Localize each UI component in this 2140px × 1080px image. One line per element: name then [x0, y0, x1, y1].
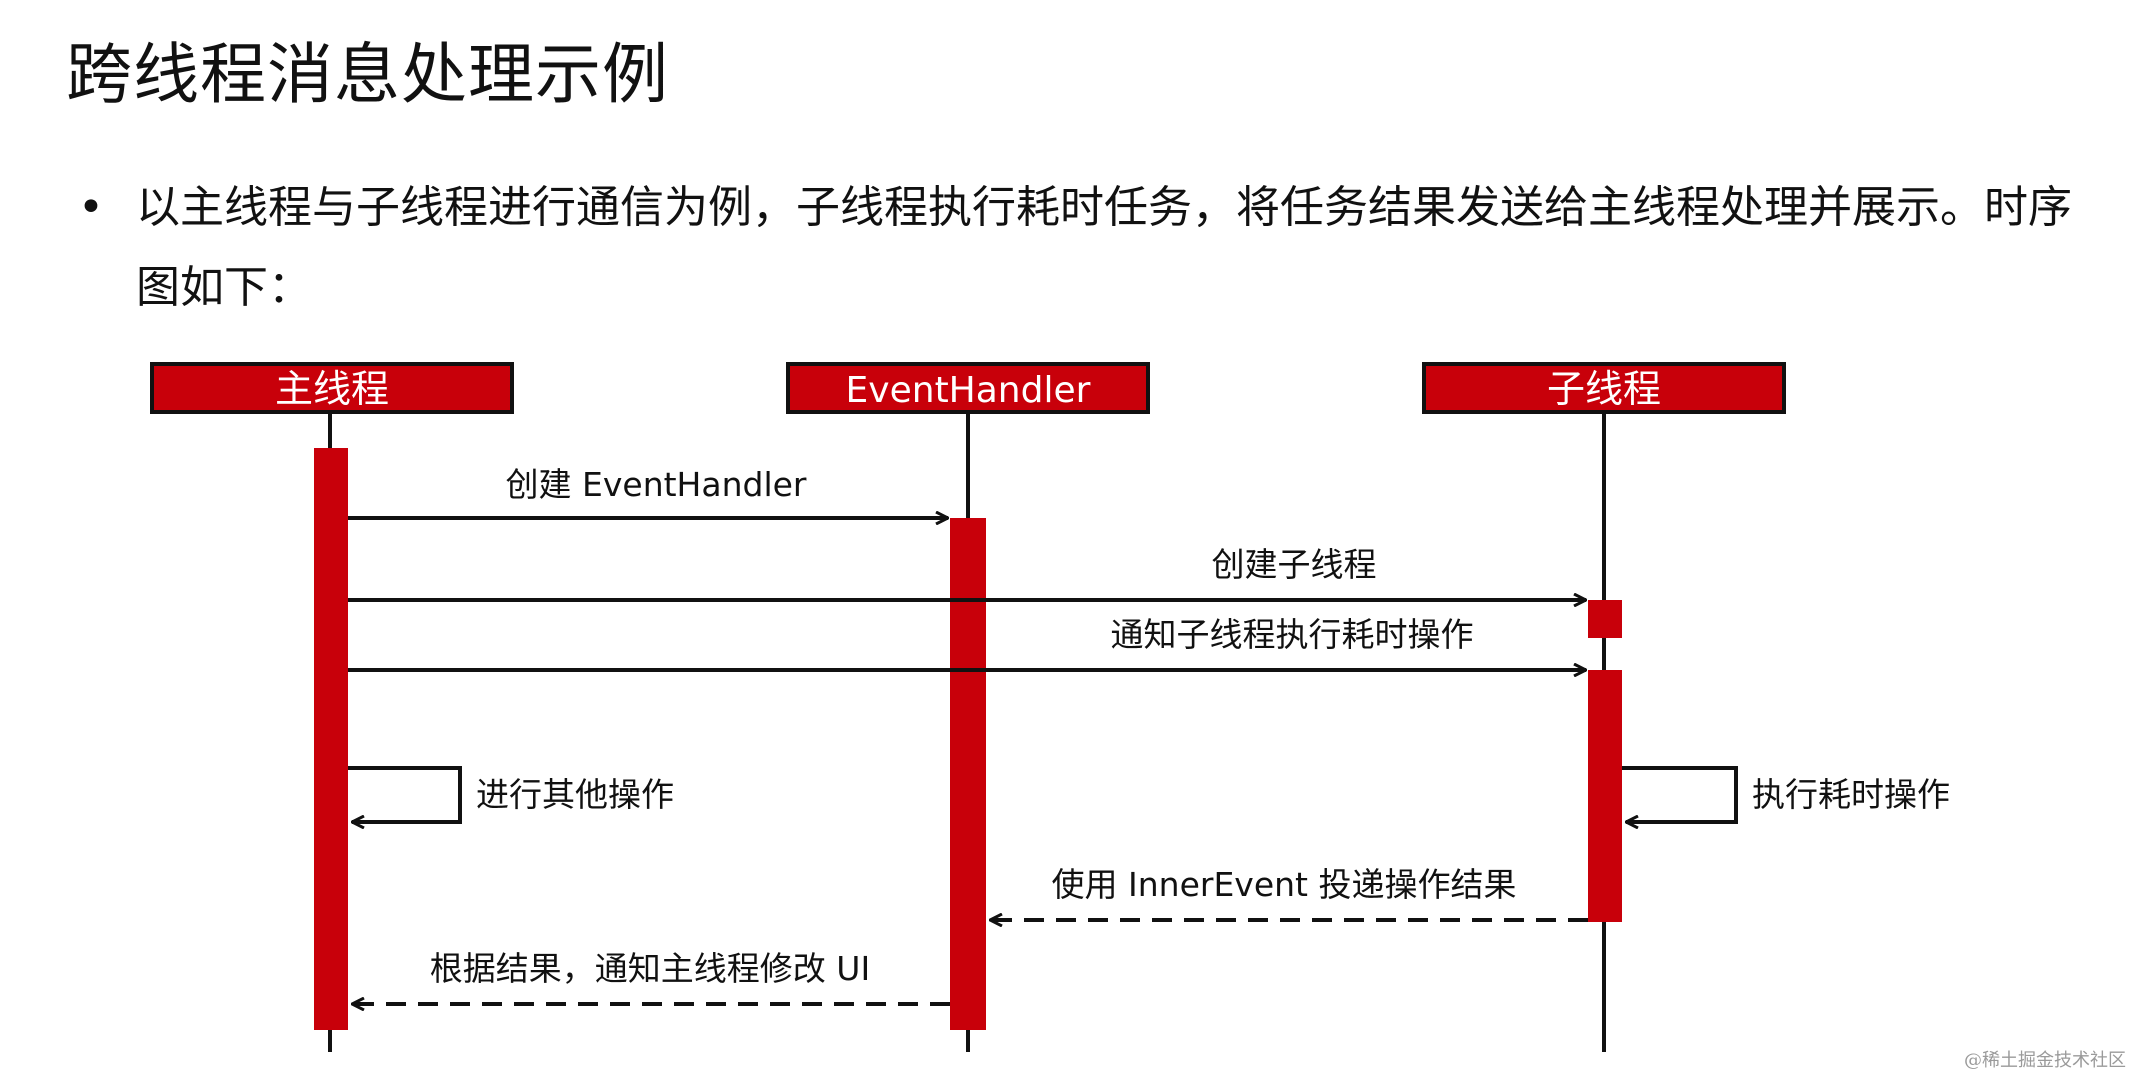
message-label: 使用 InnerEvent 投递操作结果	[1052, 865, 1517, 904]
message-label: 执行耗时操作	[1752, 775, 1950, 814]
activation-main	[314, 448, 348, 1030]
message-label: 通知子线程执行耗时操作	[1111, 615, 1474, 654]
message-label: 创建子线程	[1212, 545, 1377, 584]
message-label: 根据结果，通知主线程修改 UI	[430, 949, 870, 988]
activation-handler	[950, 518, 986, 1030]
lifeline-label-main: 主线程	[275, 367, 389, 411]
activation-sub-long	[1588, 670, 1622, 922]
message-notify-main: 根据结果，通知主线程修改 UI	[352, 949, 950, 1004]
message-main-self: 进行其他操作	[348, 766, 674, 822]
message-label: 进行其他操作	[476, 775, 674, 814]
message-create-handler: 创建 EventHandler	[348, 465, 948, 518]
lifeline-label-sub: 子线程	[1547, 367, 1661, 411]
watermark: @稀土掘金技术社区	[1964, 1050, 2126, 1071]
page-title: 跨线程消息处理示例	[66, 36, 669, 113]
lifeline-header-handler: EventHandler	[786, 362, 1150, 414]
intro-text: 以主线程与子线程进行通信为例，子线程执行耗时任务，将任务结果发送给主线程处理并展…	[136, 182, 2072, 313]
activation-sub-short	[1588, 600, 1622, 638]
message-label: 创建 EventHandler	[506, 465, 807, 504]
bullet-symbol: •	[78, 182, 104, 233]
message-sub-self: 执行耗时操作	[1622, 766, 1950, 822]
lifeline-header-main: 主线程	[150, 362, 514, 414]
lifeline-header-sub: 子线程	[1422, 362, 1786, 414]
message-notify-subthread: 通知子线程执行耗时操作	[348, 615, 1586, 670]
intro-bullet: • 以主线程与子线程进行通信为例，子线程执行耗时任务，将任务结果发送给主线程处理…	[78, 168, 2098, 328]
message-post-result: 使用 InnerEvent 投递操作结果	[990, 865, 1588, 920]
message-create-subthread: 创建子线程	[348, 545, 1586, 600]
lifeline-label-handler: EventHandler	[846, 370, 1091, 411]
